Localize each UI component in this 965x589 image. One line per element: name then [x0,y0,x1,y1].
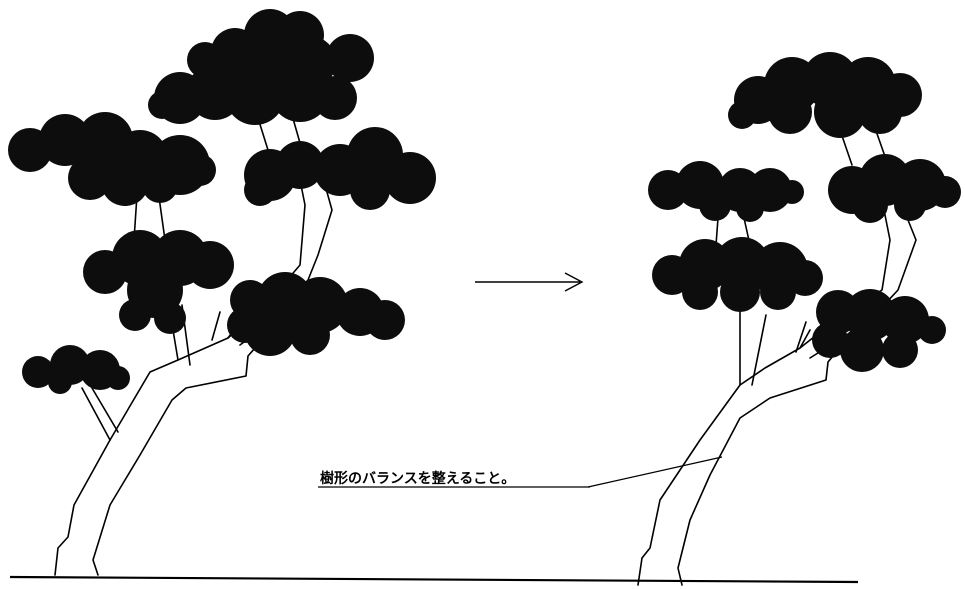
after-crown-right-mid [828,154,961,223]
caption-callout: 樹形のバランスを整えること。 [318,456,723,488]
after-crown-upper-left [648,161,804,222]
caption-leader-line [587,456,723,488]
after-crown-lower-right [812,289,946,372]
after-crown-top [728,52,922,138]
after-crown-middle [652,237,823,312]
tree-after [637,52,961,586]
tree-before-foliage [8,9,436,394]
crown-small-left [22,345,130,394]
ground-line [9,575,859,584]
crown-left [8,112,216,206]
crown-right-mid [244,127,436,210]
crown-middle [83,230,234,334]
tree-after-foliage [648,52,961,372]
tree-before [8,9,436,576]
crown-lower-right [227,272,405,356]
crown-top [148,9,374,125]
caption-text: 樹形のバランスを整えること。 [320,470,515,487]
transformation-arrow [475,272,584,292]
